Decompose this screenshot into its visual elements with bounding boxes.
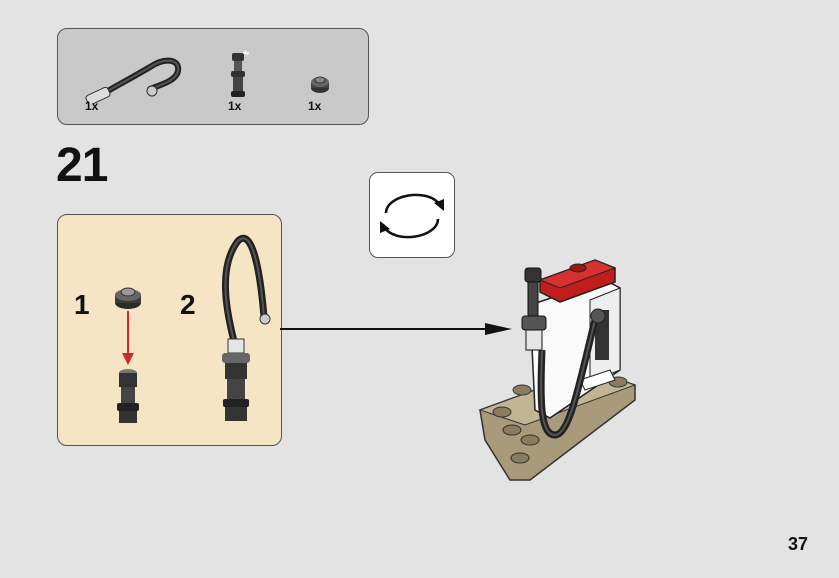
substep-2-assembly <box>222 235 271 421</box>
substep-number: 2 <box>180 289 196 320</box>
sub-assembly-callout: 1 2 <box>57 214 282 446</box>
part-quantity: 1x <box>85 99 99 113</box>
rotate-model-icon <box>380 193 444 239</box>
callout-pointer-arrow <box>280 323 512 335</box>
substep-1-assembly <box>115 287 141 423</box>
round-plate-icon <box>308 73 332 95</box>
model-assembly-illustration <box>478 259 637 481</box>
part-quantity: 1x <box>308 99 322 113</box>
hose-piece-icon <box>80 49 185 104</box>
parts-list-callout: 1x 1x 1x <box>57 28 369 125</box>
part-quantity: 1x <box>228 99 242 113</box>
substep-number: 1 <box>74 289 90 320</box>
hose-nozzle-icon <box>226 49 250 99</box>
rotate-indicator <box>369 172 455 258</box>
page-number: 37 <box>788 534 809 554</box>
step-number: 21 <box>56 139 108 192</box>
